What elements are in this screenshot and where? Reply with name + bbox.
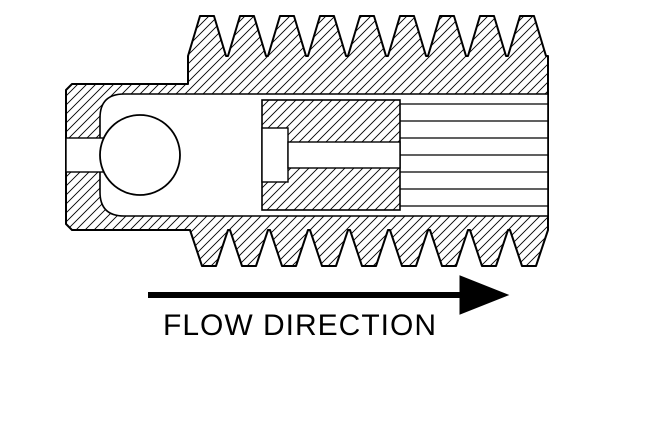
seat-recess <box>261 127 289 183</box>
outlet-socket-lines <box>400 103 548 207</box>
check-ball <box>99 114 181 196</box>
flow-arrow <box>148 275 510 315</box>
flow-direction-label: FLOW DIRECTION <box>163 309 437 342</box>
inlet-port <box>65 137 105 173</box>
flow-channel <box>287 141 401 169</box>
